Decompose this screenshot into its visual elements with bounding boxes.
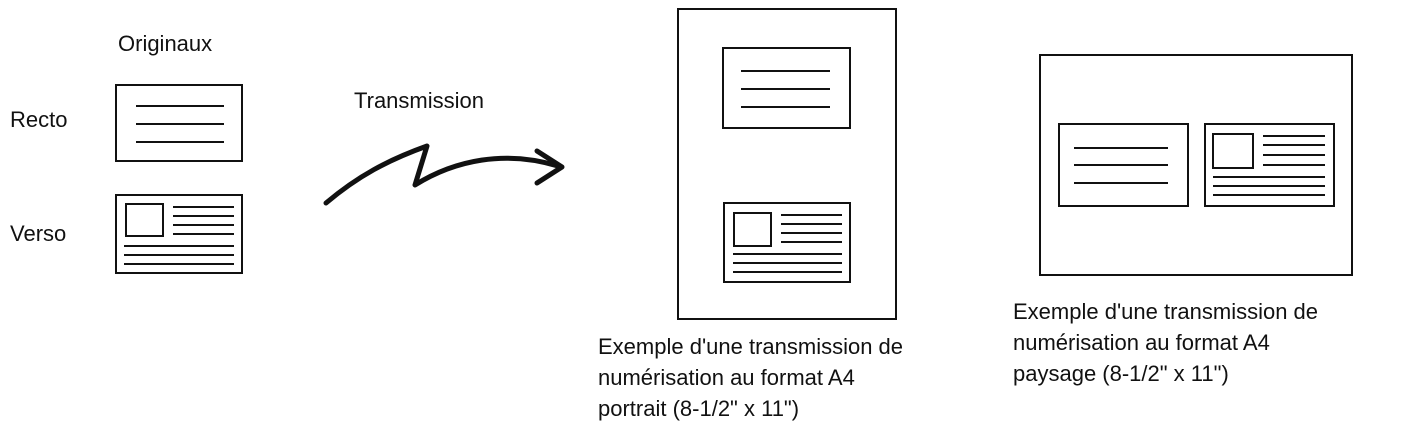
portrait-caption-line: portrait (8-1/2" x 11") <box>598 396 800 421</box>
front-label: Recto <box>10 107 68 132</box>
landscape-caption-line: numérisation au format A4 <box>1013 330 1270 355</box>
originals-heading: Originaux <box>118 31 213 56</box>
landscape-caption-line: paysage (8-1/2" x 11") <box>1013 361 1229 386</box>
portrait-caption-line: Exemple d'une transmission de <box>598 334 904 359</box>
portrait-example-caption: Exemple d'une transmission de numérisati… <box>598 331 903 424</box>
back-label: Verso <box>10 221 67 246</box>
landscape-example-caption: Exemple d'une transmission de numérisati… <box>1013 296 1318 389</box>
landscape-caption-line: Exemple d'une transmission de <box>1013 299 1319 324</box>
transmission-label: Transmission <box>354 88 484 113</box>
portrait-caption-line: numérisation au format A4 <box>598 365 855 390</box>
